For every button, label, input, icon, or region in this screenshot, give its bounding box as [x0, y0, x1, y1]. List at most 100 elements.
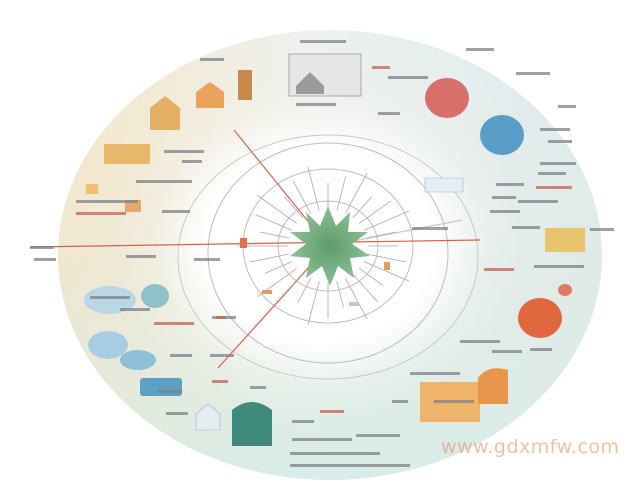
- spoke: [249, 253, 290, 263]
- house-icon: [296, 72, 324, 94]
- center-marks: [240, 238, 390, 306]
- globe-icon: [425, 78, 469, 118]
- illegible-label: [534, 265, 584, 268]
- apartment-icon: [195, 403, 221, 431]
- illegible-label: [540, 128, 570, 131]
- illegible-label: [372, 66, 390, 69]
- illegible-label: [540, 162, 576, 165]
- illegible-label: [120, 308, 150, 311]
- illegible-label: [460, 340, 500, 343]
- watermark: www.gdxmfw.com: [441, 436, 620, 458]
- illegible-label: [166, 412, 188, 415]
- spoke: [345, 278, 368, 320]
- spoke: [277, 273, 304, 303]
- ring-3: [207, 142, 449, 364]
- illegible-label: [518, 200, 558, 203]
- illegible-label: [356, 434, 400, 437]
- spoke: [336, 280, 344, 308]
- illegible-label: [320, 410, 344, 413]
- factory-icon: [478, 368, 508, 404]
- spoke: [307, 280, 320, 326]
- spoke: [284, 196, 304, 219]
- illegible-label: [250, 386, 266, 389]
- spoke: [297, 278, 311, 303]
- illegible-label: [182, 160, 202, 163]
- illegible-label: [536, 186, 572, 189]
- illegible-label: [292, 438, 352, 441]
- cloud-icon: [88, 331, 128, 359]
- center-burst: [290, 206, 370, 286]
- illegible-label: [200, 58, 224, 61]
- cloud-icon: [84, 286, 136, 314]
- illegible-label: [76, 200, 138, 203]
- horizontal-axis: [29, 239, 481, 248]
- truck-icon: [424, 177, 464, 193]
- globe-icon: [558, 284, 572, 296]
- illegible-label: [492, 196, 516, 199]
- illegible-label: [496, 183, 524, 186]
- nodes-left: [86, 70, 252, 212]
- illegible-label: [590, 228, 614, 231]
- center-mark: [384, 262, 390, 270]
- barn-icon: [238, 70, 252, 100]
- illegible-label: [388, 76, 428, 79]
- illegible-label: [410, 372, 460, 375]
- illegible-label: [412, 227, 448, 230]
- ring-4: [177, 134, 479, 380]
- illegible-label: [126, 255, 156, 258]
- illegible-label: [34, 258, 56, 261]
- illegible-label: [158, 390, 182, 393]
- illegible-label: [194, 258, 220, 261]
- spoke: [359, 200, 391, 224]
- illegible-label: [492, 350, 522, 353]
- illegible-label: [212, 380, 228, 383]
- spoke: [259, 231, 290, 239]
- illegible-label: [210, 354, 234, 357]
- factory-icon: [104, 144, 150, 164]
- globe-icon: [518, 298, 562, 338]
- spoke: [307, 166, 320, 212]
- center-mark: [349, 302, 359, 306]
- illegible-label: [538, 172, 566, 175]
- illegible-label: [76, 212, 126, 215]
- spoke: [292, 180, 311, 214]
- spoke: [255, 214, 293, 231]
- illegible-label: [290, 452, 380, 455]
- spoke: [363, 210, 410, 231]
- center-mark: [262, 290, 272, 294]
- illegible-label: [154, 322, 194, 325]
- illegible-label: [216, 316, 226, 319]
- building-icon: [545, 228, 585, 252]
- spoke: [352, 273, 379, 303]
- spoke: [352, 196, 372, 219]
- illegible-label: [512, 226, 540, 229]
- center-mark: [240, 238, 247, 248]
- illegible-label: [530, 348, 552, 351]
- house-icon: [196, 82, 224, 108]
- nodes-left-bottom: [84, 284, 272, 446]
- illegible-label: [136, 180, 192, 183]
- globe-icon: [480, 115, 524, 155]
- illegible-label: [164, 150, 204, 153]
- globe-icon: [141, 284, 169, 308]
- illegible-label: [30, 246, 54, 249]
- center-burst-shape: [290, 206, 370, 286]
- illegible-label: [290, 464, 410, 467]
- warehouse-icon: [232, 402, 272, 446]
- building-icon: [150, 96, 180, 130]
- illegible-label: [300, 40, 346, 43]
- bus-icon: [140, 378, 182, 396]
- illegible-label: [378, 112, 400, 115]
- illegible-label: [490, 210, 520, 213]
- spoke: [359, 268, 383, 286]
- factory-icon: [86, 184, 98, 194]
- spoke: [264, 261, 293, 274]
- spoke: [366, 253, 407, 263]
- illegible-label: [484, 268, 514, 271]
- spoke: [345, 172, 368, 214]
- illegible-label: [558, 105, 576, 108]
- label-placeholders: [30, 40, 614, 467]
- illegible-label: [296, 103, 336, 106]
- illegible-label: [548, 140, 572, 143]
